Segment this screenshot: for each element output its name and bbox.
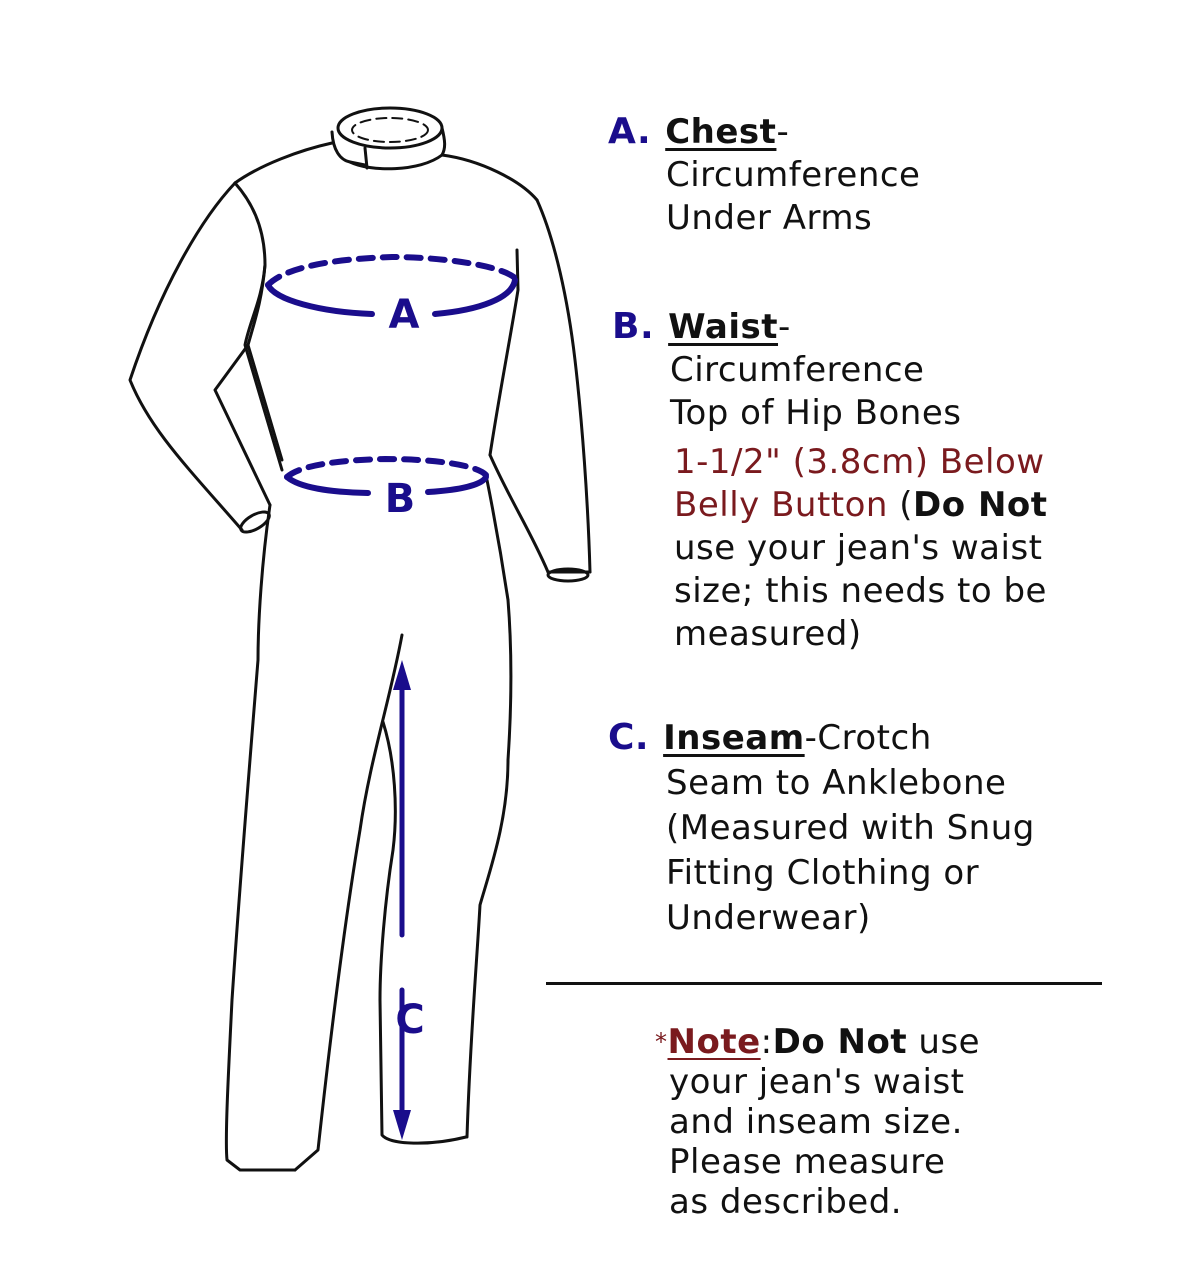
waist-letter: B. — [612, 306, 655, 347]
chest-solid-arc-left — [265, 282, 375, 317]
chest-marker-label: A — [389, 292, 420, 338]
waist-line: Circumference — [670, 350, 925, 390]
chest-title: Chest — [665, 112, 777, 152]
inseam-arrow-up-icon — [393, 660, 411, 690]
inseam-instructions: C.Inseam-Crotch Seam to Anklebone (Measu… — [608, 717, 1035, 938]
waist-marker-label: B — [385, 476, 416, 522]
note: *Note:Do Not use your jean's waist and i… — [655, 1022, 981, 1222]
waist-warning: Do Not — [913, 485, 1048, 525]
chest-letter: A. — [608, 111, 652, 152]
waist-dashed-arc — [284, 455, 489, 480]
note-label: Note — [667, 1022, 761, 1062]
chest-instructions: A.Chest- Circumference Under Arms — [608, 111, 921, 238]
chest-solid-arc-right — [432, 277, 518, 317]
asterisk: * — [655, 1028, 668, 1056]
note-warning: Do Not — [772, 1022, 908, 1062]
waist-title: Waist — [668, 307, 779, 347]
inseam-letter: C. — [608, 717, 650, 758]
inseam-marker-label: C — [395, 997, 424, 1043]
waist-highlight: Belly Button — [674, 485, 888, 525]
chest-line: Under Arms — [666, 198, 873, 238]
waist-highlight: 1-1/2" (3.8cm) Below — [674, 442, 1045, 482]
waist-solid-arc-right — [425, 474, 489, 495]
inseam-arrow-down-icon — [393, 1110, 411, 1140]
waist-instructions: B.Waist- Circumference Top of Hip Bones … — [612, 306, 1048, 654]
chest-line: Circumference — [666, 155, 921, 195]
waist-solid-arc-left — [284, 474, 371, 496]
chest-dashed-arc — [265, 253, 518, 288]
inseam-title: Inseam — [663, 718, 805, 758]
waist-line: Top of Hip Bones — [670, 393, 962, 433]
divider — [546, 982, 1102, 985]
